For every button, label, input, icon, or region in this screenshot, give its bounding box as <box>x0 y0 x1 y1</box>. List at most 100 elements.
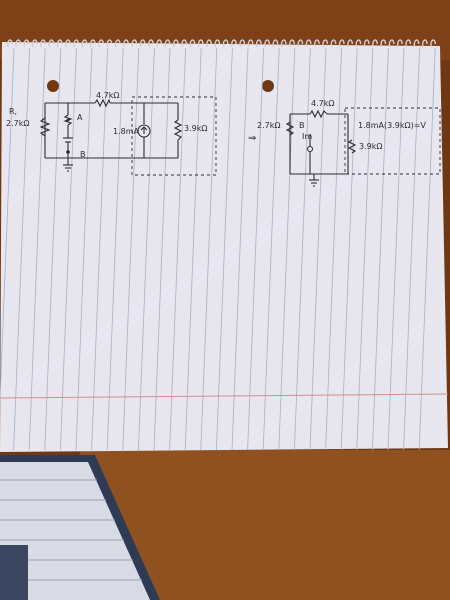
left-right-resistor-label: 3.9kΩ <box>184 124 208 133</box>
ruled-line <box>340 47 358 451</box>
spiral-coil <box>338 39 345 48</box>
spiral-coil <box>23 39 30 48</box>
ruled-line <box>169 47 186 451</box>
ruled-line <box>60 47 77 451</box>
left-top-resistor-label: 4.7kΩ <box>96 91 120 100</box>
spiral-coil <box>280 39 287 48</box>
spiral-coil <box>197 39 204 48</box>
ruled-line <box>138 47 155 451</box>
spiral-coil <box>272 39 279 48</box>
spiral-coil <box>73 39 80 48</box>
spiral-coil <box>89 39 96 48</box>
punch-hole-right <box>262 80 274 92</box>
spiral-coil <box>164 39 171 48</box>
spiral-coil <box>388 39 395 48</box>
right-right-resistor-label: 3.9kΩ <box>359 142 383 151</box>
spiral-coil <box>148 39 154 48</box>
left-circuit <box>39 96 217 176</box>
spiral-coil <box>380 39 387 48</box>
spiral-coil <box>81 39 88 48</box>
current-im-label: Im <box>302 132 313 141</box>
ruled-line <box>403 47 420 451</box>
spiral-coil <box>189 39 196 48</box>
spiral-coil <box>139 39 146 48</box>
spiral-coil <box>114 39 121 48</box>
ruled-line <box>28 47 46 451</box>
ruled-line <box>387 47 405 451</box>
spiral-coil <box>98 39 104 48</box>
spiral-coil <box>40 39 46 48</box>
ruled-line <box>216 47 233 451</box>
ruled-line <box>44 47 62 451</box>
ruled-line <box>294 47 311 451</box>
spiral-coil <box>131 39 138 48</box>
spiral-coil <box>214 39 221 48</box>
ruled-line <box>309 47 327 451</box>
spiral-coil <box>156 39 163 48</box>
spiral-coil <box>413 39 420 48</box>
arrow-symbol: ⇒ <box>248 133 257 144</box>
spiral-coil <box>231 39 237 48</box>
right-circuit <box>285 107 441 187</box>
spiral-coil <box>305 39 312 48</box>
ruled-line <box>106 47 124 451</box>
margin-line <box>0 393 449 399</box>
notebook-page <box>0 42 448 452</box>
r1-value: 2.7kΩ <box>6 119 30 128</box>
node-a-dot <box>66 118 70 122</box>
spiral-coil <box>322 39 329 48</box>
spiral-coil <box>206 39 212 48</box>
spiral-binding <box>6 39 436 48</box>
ruled-line <box>200 47 218 451</box>
spiral-coil <box>239 39 246 48</box>
spiral-coil <box>247 39 254 48</box>
ruled-line <box>247 47 264 451</box>
ruled-line <box>325 47 342 451</box>
spiral-coil <box>264 39 270 48</box>
spiral-coil <box>255 39 262 48</box>
ruled-line <box>13 47 30 451</box>
spiral-coil <box>347 39 353 48</box>
ruled-line <box>356 47 374 451</box>
spiral-coil <box>48 39 55 48</box>
ruled-line <box>91 47 108 451</box>
spiral-coil <box>421 39 428 48</box>
spiral-coil <box>106 39 113 48</box>
spiral-coil <box>289 39 295 48</box>
spiral-coil <box>15 39 21 48</box>
spiral-coil <box>330 39 337 48</box>
ruled-line <box>372 47 389 451</box>
spiral-coil <box>123 39 129 48</box>
spiral-coil <box>314 39 320 48</box>
ruled-line <box>418 47 436 451</box>
node-b-label: B <box>80 150 86 159</box>
ruled-line <box>231 47 249 451</box>
spiral-coil <box>6 39 13 48</box>
node-a-label: A <box>77 113 83 122</box>
spiral-coil <box>355 39 362 48</box>
spiral-coil <box>372 39 378 48</box>
ruled-line <box>262 47 280 451</box>
spiral-coil <box>181 39 187 48</box>
spiral-coil <box>405 39 412 48</box>
ruled-line <box>75 47 93 451</box>
ruled-line <box>278 47 296 451</box>
spiral-coil <box>56 39 63 48</box>
equation-label: 1.8mA(3.9kΩ)=V <box>358 121 426 130</box>
spiral-coil <box>397 39 403 48</box>
spiral-coil <box>65 39 71 48</box>
spiral-coil <box>297 39 304 48</box>
punch-hole-left <box>47 80 59 92</box>
ruled-line <box>122 47 140 451</box>
ruled-lines <box>0 47 436 451</box>
spiral-coil <box>172 39 179 48</box>
r1-label: R, <box>9 107 18 116</box>
spiral-coil <box>363 39 370 48</box>
ruled-line <box>153 47 171 451</box>
spiral-coil <box>31 39 38 48</box>
spiral-coil <box>430 39 436 48</box>
right-left-resistor-label: 2.7kΩ <box>257 121 281 130</box>
ruled-line <box>184 47 202 451</box>
right-top-resistor-label: 4.7kΩ <box>311 99 335 108</box>
